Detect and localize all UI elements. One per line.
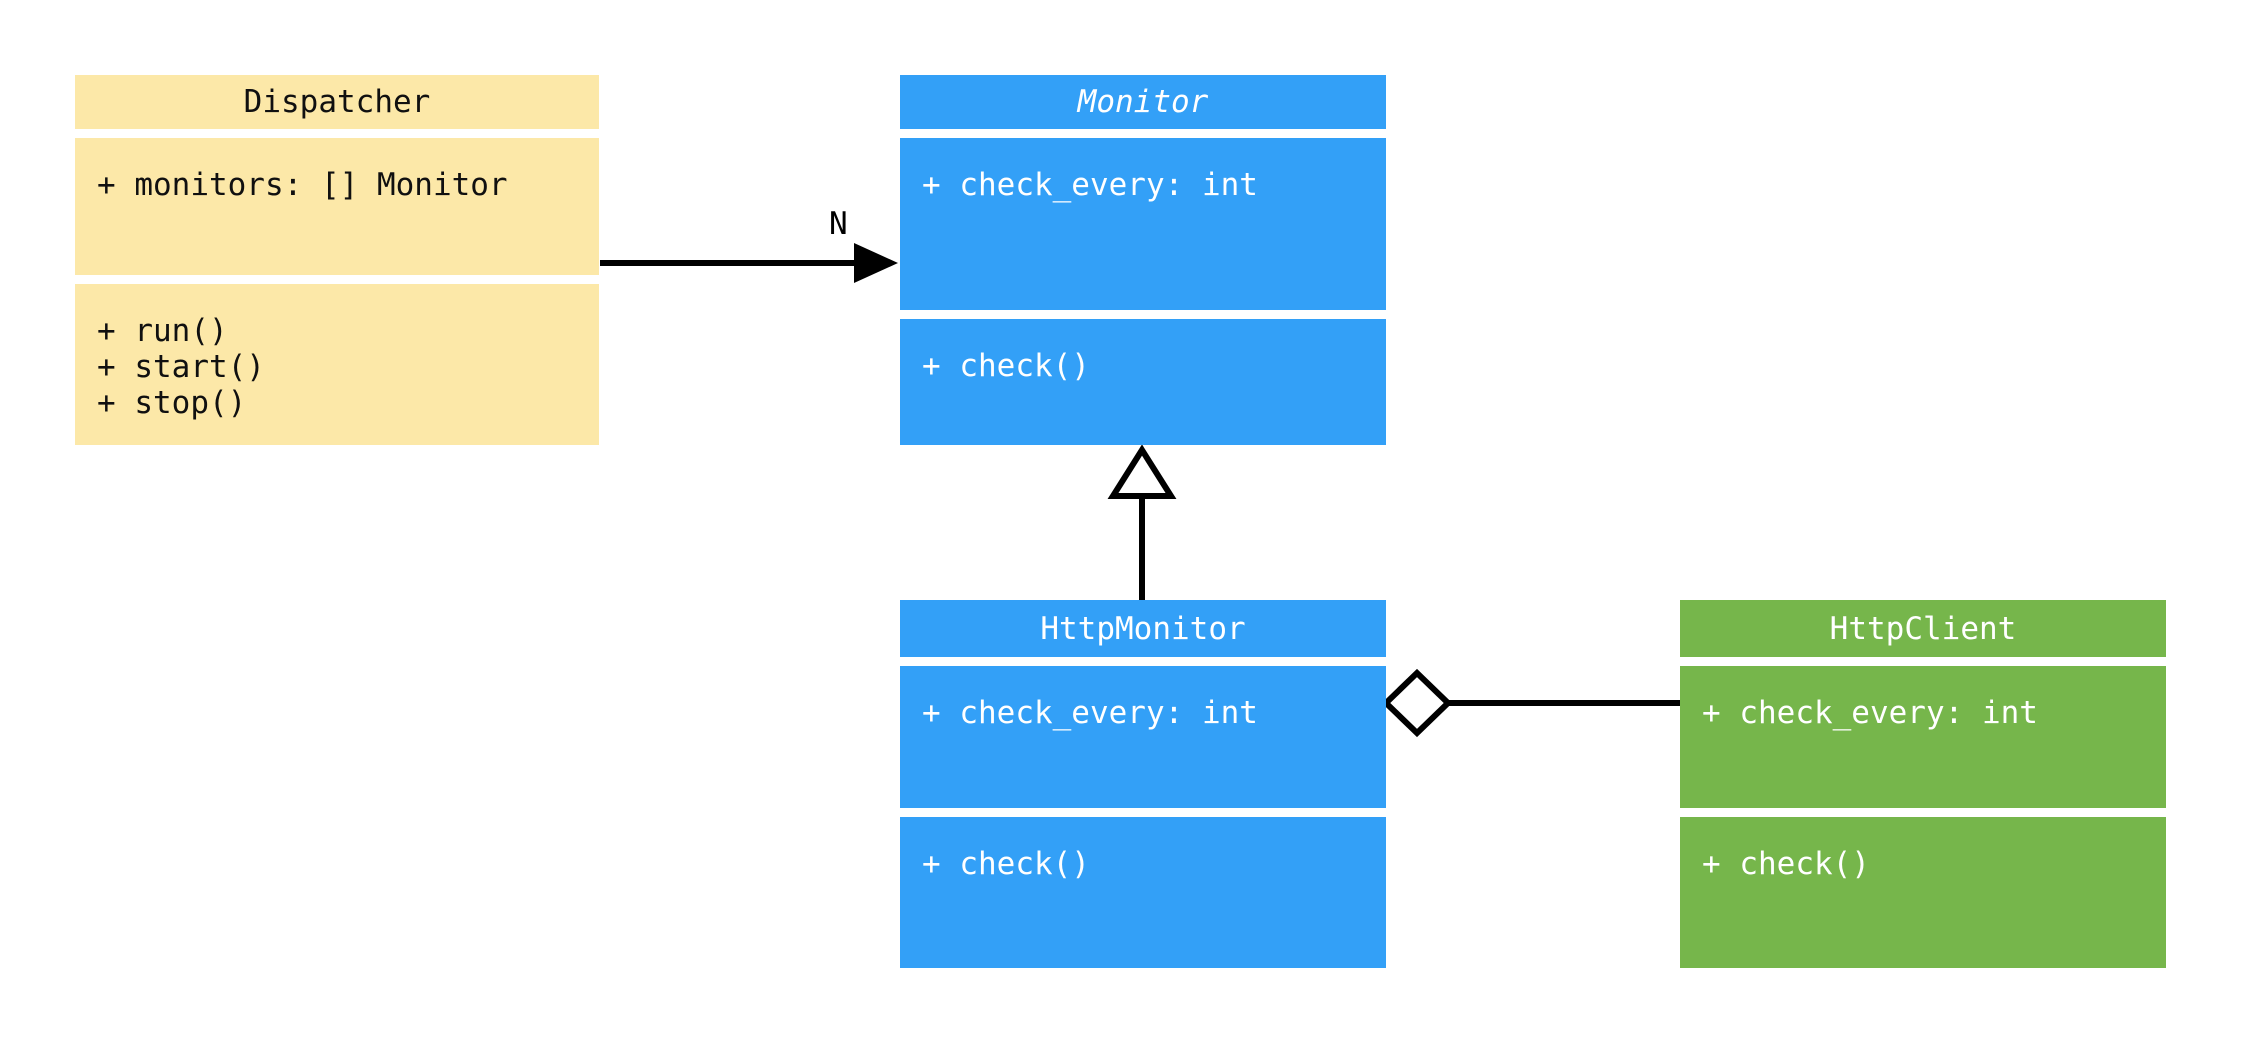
solid-filled-arrow-icon xyxy=(854,243,898,283)
class-box-http-client[interactable]: HttpClient + check_every: int + check() xyxy=(1680,600,2166,968)
method-row: + stop() xyxy=(97,384,247,421)
class-box-http-monitor[interactable]: HttpMonitor + check_every: int + check() xyxy=(900,600,1386,968)
class-name-dispatcher: Dispatcher xyxy=(243,84,431,120)
class-methods-monitor: + check() xyxy=(900,319,1386,445)
class-methods-http-client: + check() xyxy=(1680,817,2166,968)
hollow-triangle-icon xyxy=(1107,444,1177,499)
compartment-separator xyxy=(75,129,599,138)
class-attributes-http-monitor: + check_every: int xyxy=(900,666,1386,808)
generalization-httpmonitor-to-monitor xyxy=(1107,444,1177,600)
compartment-separator xyxy=(900,657,1386,666)
method-row: + check() xyxy=(1702,846,1870,882)
compartment-separator xyxy=(900,129,1386,138)
compartment-separator xyxy=(1680,657,2166,666)
aggregation-httpmonitor-to-httpclient xyxy=(1381,668,1680,738)
attribute-row: + monitors: [] Monitor xyxy=(97,167,508,203)
class-name-http-client: HttpClient xyxy=(1829,610,2017,647)
method-row: + check() xyxy=(922,348,1090,384)
method-row: + start() xyxy=(97,348,265,385)
class-box-monitor[interactable]: Monitor + check_every: int + check() xyxy=(900,75,1386,445)
method-row: + check() xyxy=(922,846,1090,882)
method-row: + run() xyxy=(97,313,228,349)
class-title-http-client: HttpClient xyxy=(1680,600,2166,657)
association-multiplicity-label: N xyxy=(829,206,848,242)
compartment-separator xyxy=(900,310,1386,319)
class-attributes-dispatcher: + monitors: [] Monitor xyxy=(75,138,599,275)
class-attributes-monitor: + check_every: int xyxy=(900,138,1386,310)
class-attributes-http-client: + check_every: int xyxy=(1680,666,2166,808)
attribute-row: + check_every: int xyxy=(922,167,1258,203)
class-title-dispatcher: Dispatcher xyxy=(75,75,599,129)
association-dispatcher-to-monitor xyxy=(600,243,898,283)
compartment-separator xyxy=(900,808,1386,817)
compartment-separator xyxy=(75,275,599,284)
attribute-row: + check_every: int xyxy=(1702,695,2038,731)
class-title-monitor: Monitor xyxy=(900,75,1386,129)
class-name-monitor: Monitor xyxy=(1077,84,1209,120)
class-name-http-monitor: HttpMonitor xyxy=(1040,610,1246,647)
compartment-separator xyxy=(1680,808,2166,817)
class-title-http-monitor: HttpMonitor xyxy=(900,600,1386,657)
attribute-row: + check_every: int xyxy=(922,695,1258,731)
class-box-dispatcher[interactable]: Dispatcher + monitors: [] Monitor + run(… xyxy=(75,75,599,445)
class-methods-http-monitor: + check() xyxy=(900,817,1386,968)
hollow-diamond-icon xyxy=(1381,668,1453,738)
class-methods-dispatcher: + run() + start() + stop() xyxy=(75,284,599,445)
